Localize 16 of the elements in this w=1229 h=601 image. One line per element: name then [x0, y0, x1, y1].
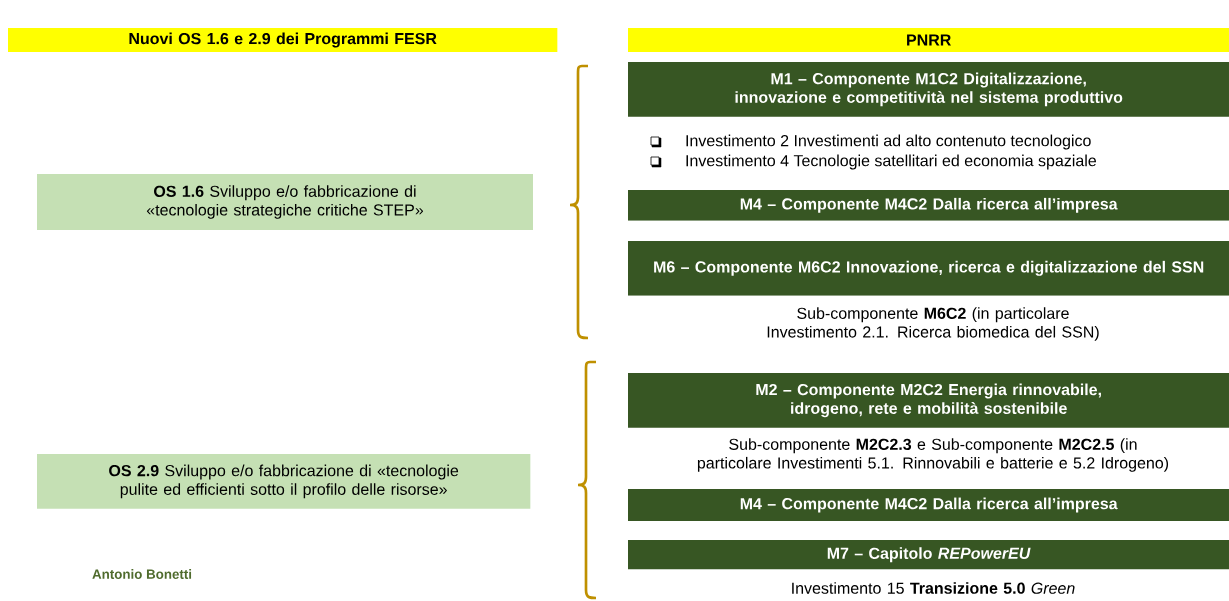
header-band: Nuovi OS 1.6 e 2.9 dei Programmi FESR	[8, 28, 558, 52]
component-band: M2 – Componente M2C2 Energia rinnovabile, idrogeno, rete e mobilità sostenibile	[628, 373, 1229, 428]
objective-box: OS 1.6 Sviluppo e/o fabbricazione di «tecnologie strategiche critiche STEP»	[37, 174, 533, 230]
component-band: M4 – Componente M4C2 Dalla ricerca all’impresa	[628, 489, 1229, 521]
component-band: M6 – Componente M6C2 Innovazione, ricerca e digitalizzazione del SSN	[628, 241, 1229, 296]
author-name: Antonio Bonetti	[92, 569, 192, 579]
description-text: Sub-componente M6C2 (in particolare Investimento 2.1. Ricerca biomedica del SSN)	[767, 307, 1099, 341]
header-band: PNRR	[628, 28, 1229, 52]
component-band: M7 – Capitolo REPowerEU	[628, 540, 1229, 570]
description-text: Investimento 15 Transizione 5.0 Green	[792, 582, 1075, 594]
component-band: M4 – Componente M4C2 Dalla ricerca all’impresa	[628, 190, 1229, 221]
component-band: M1 – Componente M1C2 Digitalizzazione, innovazione e competitività nel sistema produttivo	[628, 62, 1229, 117]
objective-box: OS 2.9 Sviluppo e/o fabbricazione di «tecnologie pulite ed efficienti sotto il profilo delle risorse»	[37, 454, 531, 509]
description-text: Sub-componente M2C2.3 e Sub-componente M2C2.5 (in particolare Investimenti 5.1. Rinnovabili e batterie e 5.2 Idrogeno)	[697, 438, 1169, 472]
bullet-text: Investimento 4 Tecnologie satellitari ed economia spaziale	[686, 154, 1096, 170]
bullet-text: Investimento 2 Investimenti ad alto contenuto tecnologico	[686, 134, 1091, 150]
